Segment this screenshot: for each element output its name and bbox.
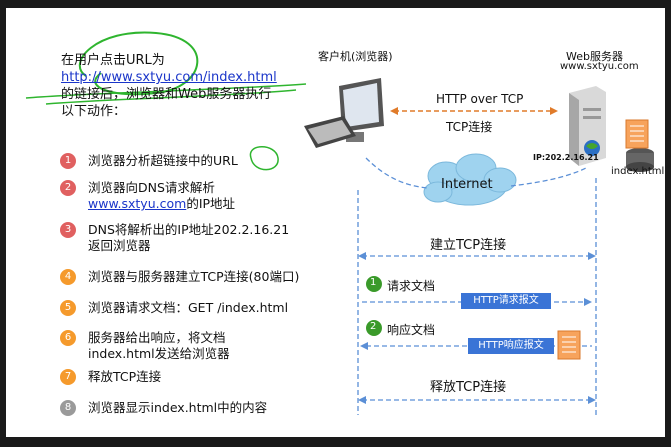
step-3-number: 3 (60, 222, 76, 238)
intro-url-link[interactable]: http://www.sxtyu.com/index.html (61, 70, 277, 85)
request-packet: HTTP请求报文 (461, 293, 551, 309)
green-scribble-lines (25, 83, 307, 105)
step-5-number: 5 (60, 300, 76, 316)
step-7-number: 7 (60, 369, 76, 385)
step-5-text: 浏览器请求文档：GET /index.html (88, 300, 289, 315)
http-over-tcp-label: HTTP over TCP (436, 92, 524, 106)
client-label: 客户机(浏览器) (318, 50, 393, 63)
internet-label: Internet (441, 177, 493, 192)
response-document-icon (557, 330, 581, 360)
server-label: Web服务器 (566, 50, 623, 63)
response-number: 2 (370, 321, 377, 332)
green-scribble-url (249, 146, 279, 171)
step-2-number: 2 (60, 180, 76, 196)
response-packet: HTTP响应报文 (468, 338, 554, 354)
step-7-text: 释放TCP连接 (88, 369, 162, 384)
request-label: 请求文档 (387, 279, 436, 293)
step-4-text: 浏览器与服务器建立TCP连接(80端口) (88, 269, 300, 284)
release-tcp-label: 释放TCP连接 (430, 380, 507, 395)
step-2-domain-link[interactable]: www.sxtyu.com (88, 196, 187, 211)
step-8-text: 浏览器显示index.html中的内容 (88, 400, 268, 415)
step-2-text-suffix: 的IP地址 (186, 196, 236, 211)
step-2-text: 浏览器向DNS请求解析 (88, 180, 215, 195)
step-6-text: 服务器给出响应，将文档 (88, 330, 226, 345)
step-6-number: 6 (60, 330, 76, 346)
green-scribble-circle (79, 31, 199, 96)
step-4-number: 4 (60, 269, 76, 285)
step-1-text: 浏览器分析超链接中的URL (88, 153, 238, 168)
tcp-connection-label: TCP连接 (446, 120, 493, 134)
request-number: 1 (370, 277, 377, 288)
intro-line1: 在用户点击URL为 (61, 53, 165, 68)
client-cloud-link (365, 157, 429, 189)
slide: 在用户点击URL为 http://www.sxtyu.com/index.htm… (6, 8, 665, 437)
response-label: 响应文档 (387, 323, 436, 337)
response-num-circle (366, 320, 382, 336)
step-8-number: 8 (60, 400, 76, 416)
server-icon (569, 86, 606, 166)
step-6-text-line2: index.html发送给浏览器 (88, 346, 230, 361)
step-3-text: DNS将解析出的IP地址202.2.16.21 (88, 222, 290, 237)
intro-line4: 以下动作： (61, 104, 127, 119)
step-1-number: 1 (60, 153, 76, 169)
intro-text: 在用户点击URL为 http://www.sxtyu.com/index.htm… (61, 52, 321, 120)
intro-line3: 的链接后，浏览器和Web服务器执行 (61, 87, 272, 102)
server-file: index.html (611, 166, 665, 177)
step-3-text-line2: 返回浏览器 (88, 238, 151, 253)
establish-tcp-label: 建立TCP连接 (430, 238, 507, 253)
server-host: www.sxtyu.com (560, 61, 639, 72)
step-2-text-line2: www.sxtyu.com的IP地址 (88, 196, 235, 212)
internet-cloud (423, 153, 517, 206)
database-icon (626, 148, 654, 172)
document-icon (625, 119, 649, 149)
computer-icon (304, 78, 384, 148)
cloud-server-link (510, 167, 587, 187)
request-num-circle (366, 276, 382, 292)
client-ip: IP:202.2.16.21 (533, 153, 599, 162)
